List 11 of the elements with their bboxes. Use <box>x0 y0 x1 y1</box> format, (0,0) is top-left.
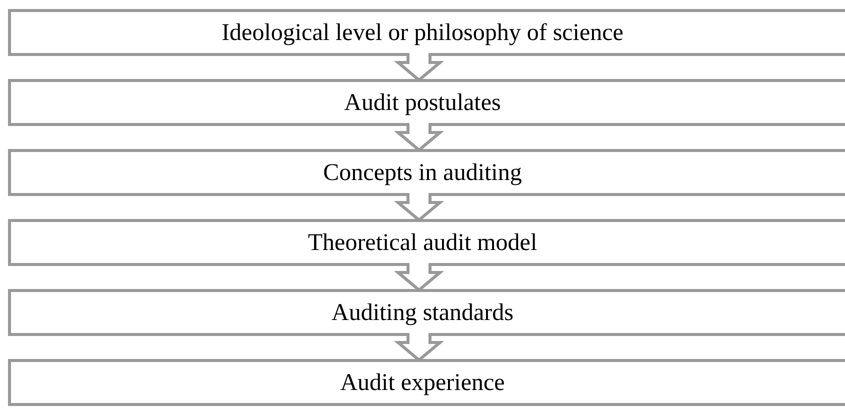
block-arrow <box>394 192 444 222</box>
process-box: Concepts in auditing <box>8 149 845 196</box>
block-arrow <box>394 332 444 362</box>
process-box: Audit experience <box>8 359 845 406</box>
process-box: Audit postulates <box>8 79 845 126</box>
process-box: Theoretical audit model <box>8 219 845 266</box>
process-box: Ideological level or philosophy of science <box>8 9 845 56</box>
block-arrow <box>394 52 444 82</box>
block-arrow <box>394 262 444 292</box>
block-arrow <box>394 122 444 152</box>
process-box: Auditing standards <box>8 289 845 336</box>
